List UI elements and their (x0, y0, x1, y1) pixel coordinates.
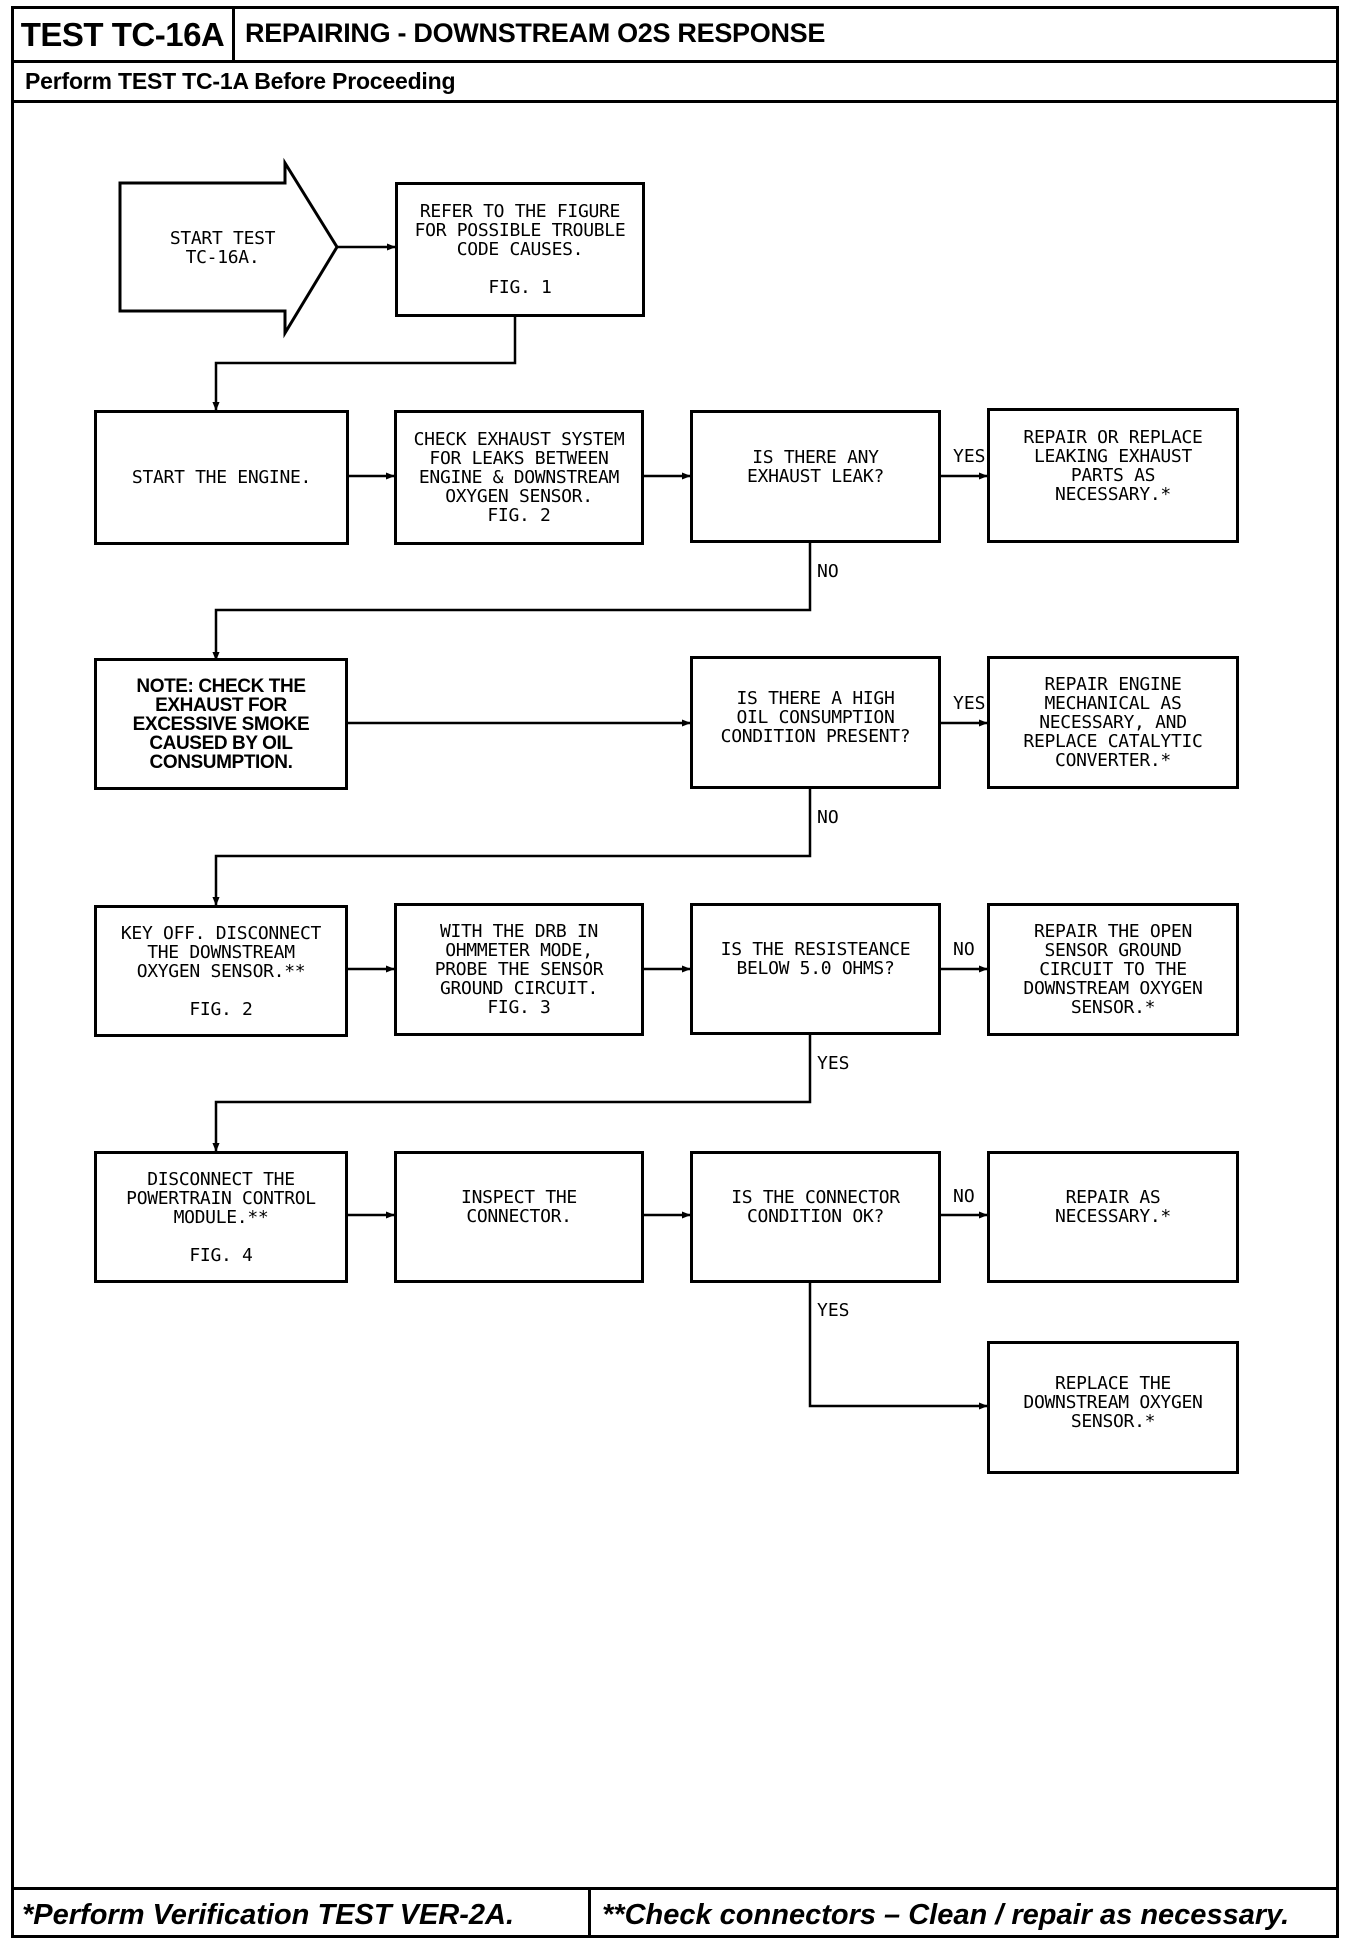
leak-yes-label: YES (953, 446, 986, 467)
repair-exhaust-box: REPAIR OR REPLACE LEAKING EXHAUST PARTS … (987, 408, 1239, 543)
leak-no-label: NO (817, 561, 839, 582)
key-off-text: KEY OFF. DISCONNECT THE DOWNSTREAM OXYGE… (120, 922, 322, 1020)
resistance-no-label: NO (953, 939, 975, 960)
arrow-oil-no (212, 789, 812, 906)
footer-column-divider (588, 1887, 591, 1938)
footer-connector-note: **Check connectors – Clean / repair as n… (602, 1899, 1290, 1931)
oil-consumption-question-box: IS THERE A HIGH OIL CONSUMPTION CONDITIO… (690, 656, 941, 789)
arrow-connector-yes (808, 1281, 988, 1410)
resistance-question-box: IS THE RESISTEANCE BELOW 5.0 OHMS? (690, 903, 941, 1035)
inspect-connector-text: INSPECT THE CONNECTOR. (461, 1187, 577, 1227)
oil-no-label: NO (817, 807, 839, 828)
connector-question-text: IS THE CONNECTOR CONDITION OK? (731, 1187, 900, 1227)
arrow-leak-no (212, 543, 812, 661)
oil-yes-label: YES (953, 693, 986, 714)
repair-engine-box: REPAIR ENGINE MECHANICAL AS NECESSARY, A… (987, 656, 1239, 789)
exhaust-leak-question-text: IS THERE ANY EXHAUST LEAK? (747, 446, 884, 487)
connector-yes-label: YES (817, 1300, 850, 1321)
test-id: TEST TC-16A (20, 16, 225, 53)
note-smoke-text: NOTE: CHECK THE EXHAUST FOR EXCESSIVE SM… (132, 675, 310, 773)
resistance-question-text: IS THE RESISTEANCE BELOW 5.0 OHMS? (720, 939, 911, 979)
oil-consumption-question-text: IS THERE A HIGH OIL CONSUMPTION CONDITIO… (720, 688, 911, 747)
arrow-refer-to-start-engine (212, 317, 517, 411)
start-test-node: START TEST TC-16A. (150, 200, 295, 295)
arrow-resistance-yes (212, 1035, 812, 1152)
key-off-box: KEY OFF. DISCONNECT THE DOWNSTREAM OXYGE… (94, 905, 348, 1037)
note-smoke-box: NOTE: CHECK THE EXHAUST FOR EXCESSIVE SM… (94, 658, 348, 790)
refer-figure-text: REFER TO THE FIGURE FOR POSSIBLE TROUBLE… (414, 201, 626, 298)
repair-as-necessary-text: REPAIR AS NECESSARY.* (1055, 1187, 1171, 1227)
footer-verification-note: *Perform Verification TEST VER-2A. (22, 1899, 515, 1931)
repair-as-necessary-box: REPAIR AS NECESSARY.* (987, 1151, 1239, 1283)
page-border (11, 6, 1339, 1938)
check-exhaust-text: CHECK EXHAUST SYSTEM FOR LEAKS BETWEEN E… (413, 429, 625, 526)
repair-open-circuit-text: REPAIR THE OPEN SENSOR GROUND CIRCUIT TO… (1023, 921, 1203, 1018)
start-arrow-shape (118, 157, 339, 339)
header-divider (11, 60, 1339, 63)
start-engine-box: START THE ENGINE. (94, 410, 349, 545)
disconnect-pcm-text: DISCONNECT THE POWERTRAIN CONTROL MODULE… (126, 1168, 316, 1266)
check-exhaust-box: CHECK EXHAUST SYSTEM FOR LEAKS BETWEEN E… (394, 410, 644, 545)
exhaust-leak-question-box: IS THERE ANY EXHAUST LEAK? (690, 410, 941, 543)
test-id-divider (232, 6, 235, 62)
repair-exhaust-text: REPAIR OR REPLACE LEAKING EXHAUST PARTS … (1023, 426, 1203, 505)
prerequisite-note: Perform TEST TC-1A Before Proceeding (25, 68, 456, 94)
inspect-connector-box: INSPECT THE CONNECTOR. (394, 1151, 644, 1283)
start-engine-text: START THE ENGINE. (131, 467, 312, 488)
resistance-yes-label: YES (817, 1053, 850, 1074)
page-title: REPAIRING - DOWNSTREAM O2S RESPONSE (245, 18, 826, 48)
refer-figure-box: REFER TO THE FIGURE FOR POSSIBLE TROUBLE… (395, 182, 645, 317)
replace-sensor-text: REPLACE THE DOWNSTREAM OXYGEN SENSOR.* (1023, 1373, 1203, 1432)
repair-open-circuit-box: REPAIR THE OPEN SENSOR GROUND CIRCUIT TO… (987, 903, 1239, 1036)
replace-sensor-box: REPLACE THE DOWNSTREAM OXYGEN SENSOR.* (987, 1341, 1239, 1474)
subheader-divider (11, 100, 1339, 103)
start-test-text: START TEST TC-16A. (169, 227, 276, 268)
connector-no-label: NO (953, 1186, 975, 1207)
footer-divider (11, 1887, 1339, 1890)
drb-probe-text: WITH THE DRB IN OHMMETER MODE, PROBE THE… (434, 921, 604, 1018)
drb-probe-box: WITH THE DRB IN OHMMETER MODE, PROBE THE… (394, 903, 644, 1036)
connector-question-box: IS THE CONNECTOR CONDITION OK? (690, 1151, 941, 1283)
repair-engine-text: REPAIR ENGINE MECHANICAL AS NECESSARY, A… (1023, 674, 1203, 771)
disconnect-pcm-box: DISCONNECT THE POWERTRAIN CONTROL MODULE… (94, 1151, 348, 1283)
